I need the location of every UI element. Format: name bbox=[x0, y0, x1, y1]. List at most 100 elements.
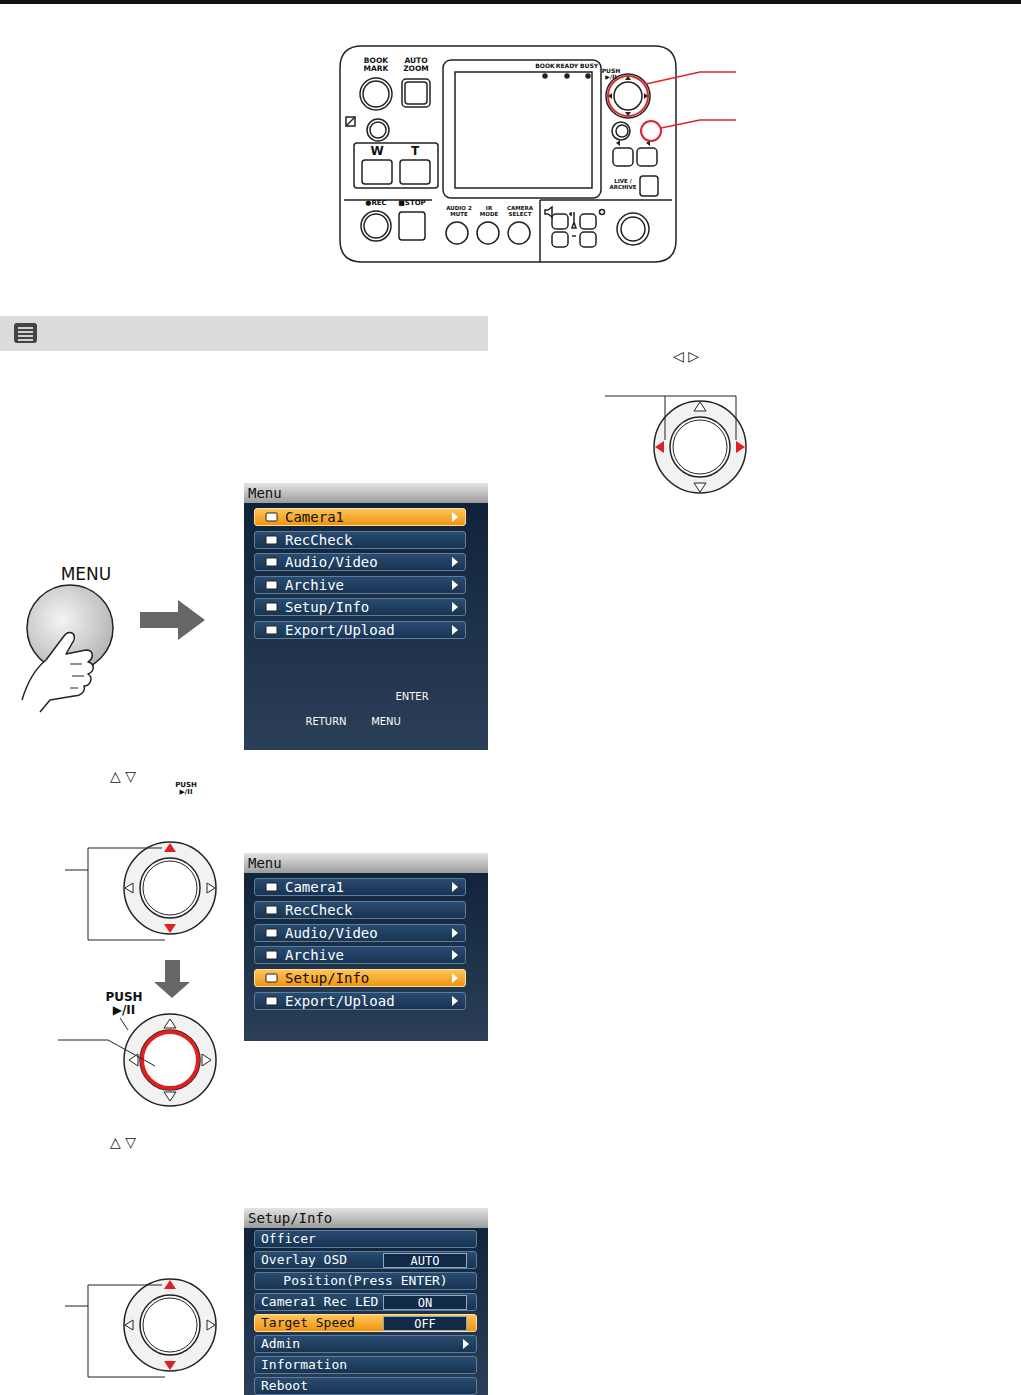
item-label: Reboot bbox=[261, 1378, 308, 1393]
item-label: RecCheck bbox=[285, 532, 352, 548]
item-icon bbox=[265, 926, 279, 940]
item-icon bbox=[265, 994, 279, 1008]
text-label: △ ▽ bbox=[103, 769, 143, 784]
value-box: OFF bbox=[383, 1316, 467, 1331]
menu-item: Setup/Info bbox=[254, 969, 466, 987]
item-label: Camera1 bbox=[285, 879, 344, 895]
menu-item: Position(Press ENTER) bbox=[254, 1272, 477, 1290]
bracket bbox=[605, 396, 736, 440]
submenu-arrow bbox=[451, 602, 459, 612]
text-label: T bbox=[405, 145, 425, 158]
item-icon bbox=[265, 903, 279, 917]
text-label: AUDIO 2 MUTE bbox=[443, 206, 475, 218]
text-label: MENU bbox=[51, 566, 121, 584]
item-label: Setup/Info bbox=[285, 970, 369, 986]
item-icon bbox=[265, 555, 279, 569]
text-label: ■STOP bbox=[392, 200, 432, 207]
bracket bbox=[65, 1285, 165, 1377]
menu-item: Overlay OSD AUTO bbox=[254, 1251, 477, 1269]
value-box: ON bbox=[383, 1295, 467, 1310]
joystick bbox=[124, 842, 216, 934]
highlight-ring bbox=[641, 121, 661, 141]
submenu-arrow bbox=[451, 950, 459, 960]
item-label: Information bbox=[261, 1357, 347, 1372]
screen-title: Menu bbox=[244, 483, 488, 503]
submenu-arrow bbox=[451, 996, 459, 1006]
item-label: Camera1 bbox=[285, 509, 344, 525]
menu-item: Audio/Video bbox=[254, 553, 466, 571]
value-box: AUTO bbox=[383, 1253, 467, 1268]
menu-item: Camera1 bbox=[254, 508, 466, 526]
text-label: PUSH ▶/II bbox=[175, 782, 197, 797]
setting-value: ON bbox=[418, 1296, 432, 1310]
submenu-arrow bbox=[451, 557, 459, 567]
menu-item: Export/Upload bbox=[254, 621, 466, 639]
item-icon bbox=[265, 971, 279, 985]
text-label: CAMERA SELECT bbox=[503, 206, 537, 218]
item-label: Export/Upload bbox=[285, 622, 395, 638]
submenu-arrow bbox=[451, 973, 459, 983]
menu-item: Setup/Info bbox=[254, 598, 466, 616]
menu-screen: Setup/InfoOfficerOverlay OSD AUTO Position… bbox=[244, 1208, 488, 1395]
item-icon bbox=[265, 578, 279, 592]
setting-value: AUTO bbox=[411, 1254, 440, 1268]
joystick bbox=[124, 1014, 216, 1106]
joystick bbox=[124, 1279, 216, 1371]
item-label: RecCheck bbox=[285, 902, 352, 918]
menu-screen: MenuCamera1RecCheckAudio/VideoArchiveSet… bbox=[244, 853, 488, 1041]
item-label: Overlay OSD bbox=[261, 1252, 347, 1267]
item-icon bbox=[265, 948, 279, 962]
flow-arrow bbox=[140, 600, 205, 640]
text-label: BOOK MARK bbox=[354, 57, 398, 73]
item-label: Target Speed bbox=[261, 1315, 355, 1330]
text-label: IR MODE bbox=[476, 206, 502, 218]
text-label: AUTO ZOOM bbox=[394, 57, 438, 73]
menu-item: Officer bbox=[254, 1230, 477, 1248]
submenu-arrow bbox=[451, 928, 459, 938]
menu-item: Admin bbox=[254, 1335, 477, 1353]
menu-button bbox=[22, 585, 113, 712]
menu-item: Information bbox=[254, 1356, 477, 1374]
text-label: READY bbox=[553, 63, 581, 69]
menu-item: RecCheck bbox=[254, 901, 466, 919]
flow-arrow bbox=[154, 960, 190, 998]
joystick bbox=[654, 401, 746, 493]
text-label: W bbox=[367, 145, 387, 158]
item-label: Admin bbox=[261, 1336, 300, 1351]
submenu-arrow bbox=[451, 882, 459, 892]
text-label: PUSH ▶/II bbox=[600, 68, 622, 81]
item-icon bbox=[265, 533, 279, 547]
item-icon bbox=[265, 510, 279, 524]
section-bar bbox=[0, 316, 488, 351]
text-label: BOOK bbox=[532, 63, 558, 69]
menu-item: Camera1 Rec LED ON bbox=[254, 1293, 477, 1311]
item-icon bbox=[265, 880, 279, 894]
item-label: Camera1 Rec LED bbox=[261, 1294, 378, 1309]
menu-item: Target Speed OFF bbox=[254, 1314, 477, 1332]
leader-line bbox=[58, 1018, 155, 1066]
submenu-arrow bbox=[451, 580, 459, 590]
menu-item: Archive bbox=[254, 576, 466, 594]
menu-item: Reboot bbox=[254, 1377, 477, 1395]
item-label: Archive bbox=[285, 947, 344, 963]
item-label: Position(Press ENTER) bbox=[283, 1273, 447, 1288]
bracket bbox=[65, 848, 165, 940]
submenu-arrow bbox=[451, 512, 459, 522]
text-label: ◁ ▷ bbox=[664, 349, 708, 364]
screen-title: Menu bbox=[244, 853, 488, 873]
item-label: Audio/Video bbox=[285, 925, 378, 941]
screen-title: Setup/Info bbox=[244, 1208, 488, 1228]
text-label: RETURN bbox=[301, 717, 351, 728]
text-label: △ ▽ bbox=[103, 1135, 143, 1150]
device-illustration bbox=[340, 46, 676, 262]
submenu-arrow bbox=[451, 625, 459, 635]
menu-item: Archive bbox=[254, 946, 466, 964]
text-label: BUSY bbox=[576, 63, 602, 69]
item-label: Audio/Video bbox=[285, 554, 378, 570]
item-icon bbox=[265, 600, 279, 614]
menu-screen: MenuCamera1RecCheckAudio/VideoArchiveSet… bbox=[244, 483, 488, 750]
menu-item: RecCheck bbox=[254, 531, 466, 549]
text-label: PUSH ▶/II bbox=[104, 991, 144, 1016]
text-label: ●REC bbox=[356, 200, 396, 207]
text-label: ENTER bbox=[390, 692, 434, 703]
